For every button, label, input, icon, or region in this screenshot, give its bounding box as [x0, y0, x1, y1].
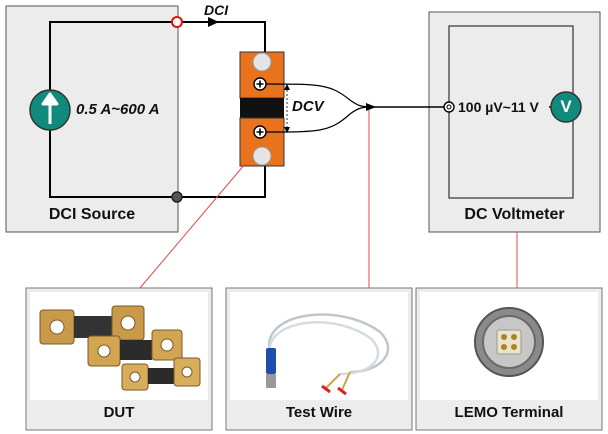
shunt-current-terminal-bottom: [252, 146, 272, 166]
voltmeter-icon: [550, 91, 582, 123]
dcv-arrow-bottom: [284, 127, 290, 133]
source-title: DCI Source: [48, 206, 136, 223]
plus-icon: [253, 125, 267, 139]
dut-photo: [30, 292, 208, 400]
lemo-photo: [420, 292, 598, 400]
current-wire-label: DCI: [204, 2, 229, 18]
callout-line-dut: [139, 163, 246, 289]
connector-icon: [443, 101, 455, 113]
current-arrow-icon: [208, 17, 219, 27]
test-wire-photo-icon: [266, 313, 390, 396]
voltmeter-range-label: 100 µV~11 V: [458, 99, 539, 115]
voltage-label: DCV: [292, 98, 324, 115]
sense-wire-top: [265, 83, 373, 108]
lemo-terminal-photo-icon: [474, 307, 544, 377]
voltmeter-title: DC Voltmeter: [464, 206, 565, 223]
sense-wire-bottom: [265, 106, 373, 133]
source-range-label: 0.5 A~600 A: [76, 101, 160, 118]
positive-terminal: [171, 16, 183, 28]
shunt-photo-icon: [39, 305, 201, 391]
negative-terminal: [171, 191, 183, 203]
dut-caption: DUT: [103, 404, 135, 421]
current-source-arrow-icon: [41, 92, 59, 124]
voltmeter-symbol: V: [560, 97, 572, 116]
dcv-arrow-top: [284, 84, 290, 90]
sense-wire-arrow-icon: [366, 103, 376, 111]
plus-icon: [253, 77, 267, 91]
lemo-caption: LEMO Terminal: [454, 404, 564, 421]
source-bottom-wire: [49, 130, 266, 198]
test-wire-photo: [230, 292, 408, 400]
shunt-current-terminal-top: [252, 52, 272, 72]
test-wire-caption: Test Wire: [285, 404, 353, 421]
shunt-middle: [240, 98, 284, 118]
source-top-wire: [49, 21, 266, 90]
